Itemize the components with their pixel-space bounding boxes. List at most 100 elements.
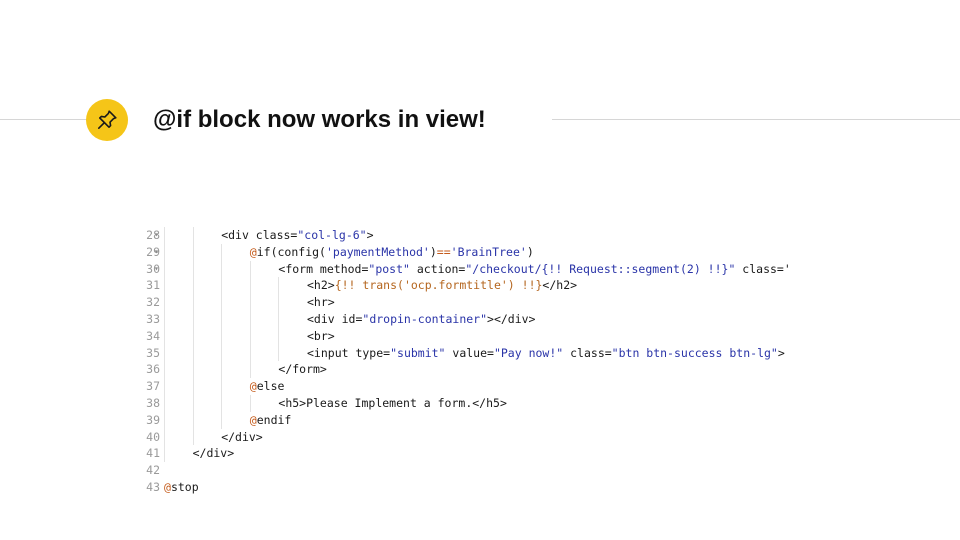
indent-guide <box>164 411 165 429</box>
code-token: <div class= <box>221 228 298 242</box>
indent-guide <box>249 327 251 345</box>
line-number: 37 <box>146 379 160 394</box>
indent-guide <box>249 277 251 295</box>
indent-guide <box>164 227 165 244</box>
code-text: @stop <box>164 479 199 496</box>
indent-guide <box>192 260 194 278</box>
code-token: ></div> <box>487 311 536 326</box>
code-line: 37 @else <box>134 378 814 395</box>
fold-arrow-icon[interactable]: ▾ <box>154 230 159 239</box>
code-text: @else <box>250 378 285 395</box>
indent-guide <box>278 310 280 328</box>
indent-guide <box>192 227 194 244</box>
line-number: 28 <box>146 228 160 242</box>
code-token: if(config( <box>256 244 326 259</box>
indent-guide <box>192 361 194 379</box>
code-token: 'BrainTree' <box>450 244 527 259</box>
indent-guide <box>192 411 194 429</box>
line-number: 31 <box>146 278 160 293</box>
indent-guide <box>221 260 223 278</box>
code-line: 39 @endif <box>134 411 814 429</box>
code-text: <h5>Please Implement a form.</h5> <box>278 395 506 412</box>
line-number: 36 <box>146 362 160 377</box>
code-token: "btn btn-success btn-lg" <box>611 345 778 360</box>
code-token: <h5>Please Implement a form.</h5> <box>278 395 507 410</box>
slide-title: @if block now works in view! <box>153 106 486 133</box>
code-line: 29▾@if(config('paymentMethod')=='BrainTr… <box>134 243 814 261</box>
indent-guide <box>278 277 280 295</box>
code-text: </form> <box>278 361 326 378</box>
line-number: 39 <box>146 412 160 427</box>
code-token: stop <box>170 479 199 494</box>
header-rule-right <box>552 119 960 120</box>
indent-guide <box>221 294 223 311</box>
code-line: 43 @stop <box>134 479 814 496</box>
indent-guide <box>221 361 223 379</box>
indent-guide <box>164 445 165 463</box>
code-token: "dropin-container" <box>362 311 488 326</box>
code-text: <div class="col-lg-6"> <box>221 227 373 244</box>
indent-guide <box>221 344 223 362</box>
indent-guide <box>192 294 194 311</box>
code-token: <form method= <box>278 261 369 276</box>
line-number: 41 <box>146 446 160 461</box>
indent-guide <box>164 260 165 278</box>
indent-guide <box>249 294 251 311</box>
indent-guide <box>221 277 223 295</box>
line-number: 33 <box>146 311 160 326</box>
code-line: 28▾ <div class="col-lg-6"> <box>134 227 814 244</box>
code-text: <h2>{!! trans('ocp.formtitle') !!}</h2> <box>307 277 577 294</box>
code-token: ) <box>526 244 534 259</box>
code-line: 36 </form> <box>134 361 814 379</box>
code-token: 'paymentMethod' <box>325 244 430 259</box>
code-line: 38<h5>Please Implement a form.</h5> <box>134 394 814 412</box>
line-number: 32 <box>146 295 160 310</box>
code-token: </form> <box>278 362 327 377</box>
code-token: @ <box>164 479 171 494</box>
line-number: 30 <box>146 261 160 276</box>
indent-guide <box>164 428 165 446</box>
code-line: 31 <h2>{!! trans('ocp.formtitle') !!}</h2… <box>134 277 814 295</box>
code-token: else <box>256 379 285 394</box>
indent-guide <box>192 327 194 345</box>
code-text: </div> <box>221 429 263 446</box>
indent-guide <box>249 394 251 412</box>
code-text: @endif <box>250 412 292 429</box>
code-text: @if(config('paymentMethod')=='BrainTree'… <box>250 244 534 261</box>
code-token: @ <box>249 244 257 259</box>
code-token: action= <box>409 261 466 276</box>
indent-guide <box>192 277 194 295</box>
code-token: "/checkout/{!! Request::segment(2) !!}" <box>465 261 736 276</box>
code-token: </div> <box>192 446 235 461</box>
line-number: 43 <box>146 479 160 494</box>
fold-arrow-icon[interactable]: ▾ <box>154 263 159 273</box>
indent-guide <box>164 277 165 295</box>
code-token: "post" <box>368 261 410 276</box>
code-line: 42 <box>134 462 814 479</box>
code-line: 30▾ <form method="post" action="/checkout… <box>134 260 814 278</box>
indent-guide <box>192 310 194 328</box>
code-line: 33 <div id="dropin-container"></div> <box>134 310 814 328</box>
code-token: > <box>777 345 785 360</box>
code-line: 34<br> <box>134 327 814 345</box>
indent-guide <box>249 260 251 278</box>
indent-guide <box>249 361 251 379</box>
code-token: class=' <box>735 261 791 276</box>
code-text: </div> <box>193 445 235 462</box>
line-number: 34 <box>146 328 160 343</box>
code-line: 40</div> <box>134 428 814 446</box>
code-text: <div id="dropin-container"></div> <box>307 311 535 328</box>
line-number: 42 <box>146 463 160 478</box>
code-text: <input type="submit" value="Pay now!" cl… <box>307 345 785 362</box>
indent-guide <box>192 243 194 261</box>
code-token: @ <box>249 412 257 427</box>
indent-guide <box>221 243 223 261</box>
indent-guide <box>164 310 165 328</box>
indent-guide <box>164 378 165 395</box>
indent-guide <box>164 344 165 362</box>
code-token: <div id= <box>307 311 363 326</box>
code-token: value= <box>445 345 494 360</box>
code-line: 41 </div> <box>134 445 814 463</box>
indent-guide <box>249 310 251 328</box>
fold-arrow-icon[interactable]: ▾ <box>154 246 159 256</box>
